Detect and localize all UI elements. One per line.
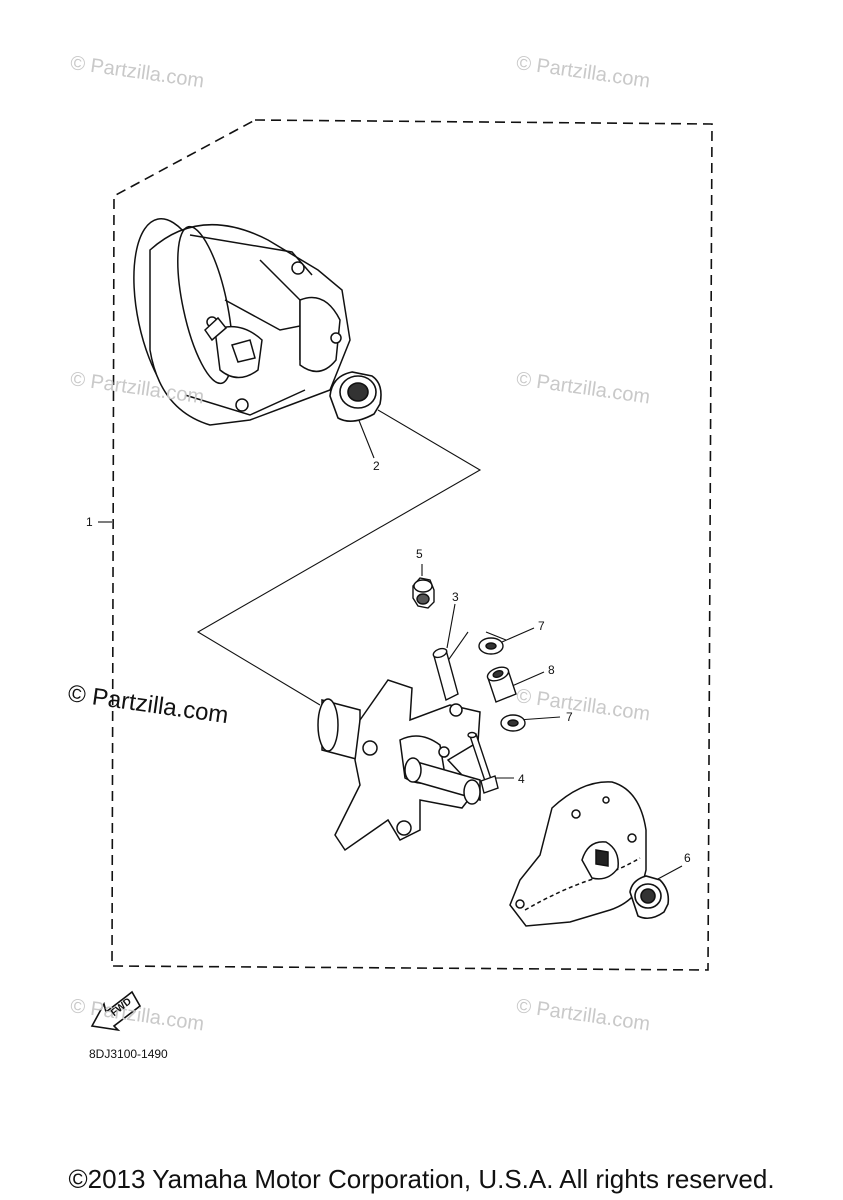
part-6-seal	[629, 875, 670, 920]
part-7-washer-lower	[500, 714, 526, 732]
copyright-notice: ©2013 Yamaha Motor Corporation, U.S.A. A…	[68, 1164, 775, 1194]
callout-8: 8	[548, 663, 555, 677]
callout-2: 2	[373, 459, 380, 473]
spider-assembly	[317, 679, 481, 852]
callout-4: 4	[518, 772, 525, 786]
part-8-roller	[486, 666, 517, 703]
assembly-boundary	[111, 119, 713, 971]
part-5-nut	[412, 577, 435, 609]
diagram-code: 8DJ3100-1490	[89, 1047, 168, 1061]
callout-6: 6	[684, 851, 691, 865]
callout-3: 3	[452, 590, 459, 604]
parts-diagram	[90, 119, 713, 1032]
leader-lines	[98, 409, 683, 881]
callout-1: 1	[86, 515, 93, 529]
callout-7-lower: 7	[566, 710, 573, 724]
part-4-bolt	[467, 731, 499, 794]
callout-5: 5	[416, 547, 423, 561]
primary-sheave	[133, 218, 351, 426]
part-3-pin	[432, 647, 459, 702]
cover-plate	[509, 781, 647, 927]
fwd-arrow-icon	[90, 990, 142, 1032]
part-2-seal	[329, 371, 382, 422]
part-7-washer-upper	[478, 637, 504, 655]
callout-7-upper: 7	[538, 619, 545, 633]
